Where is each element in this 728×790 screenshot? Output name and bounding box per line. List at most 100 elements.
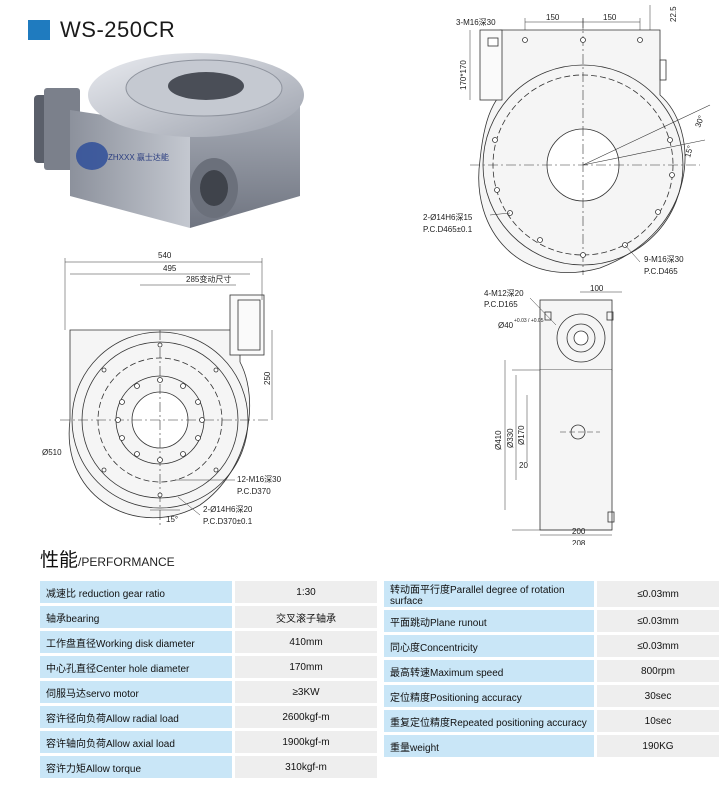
model-title: WS-250CR [60, 17, 176, 42]
spec-value: 交叉滚子轴承 [235, 604, 377, 631]
drawing-front-view [60, 258, 273, 525]
logo-text: ZHXXX 赢士达能 [108, 152, 169, 162]
spec-separator [232, 654, 235, 681]
label-bolt-holes: 9-M16深30 [644, 255, 684, 264]
spec-label: 容许轴向负荷Allow axial load [40, 729, 232, 756]
label-20: 20 [519, 461, 528, 470]
spec-separator [232, 704, 235, 731]
spec-value: ≤0.03mm [597, 608, 719, 635]
drawing-top-view [469, 5, 711, 275]
spec-row: 平面跳动Plane runout≤0.03mm [384, 608, 719, 635]
product-photo: ZHXXX 赢士达能 [34, 53, 304, 228]
spec-label: 重复定位精度Repeated positioning accuracy [384, 708, 594, 735]
spec-value: ≤0.03mm [597, 633, 719, 660]
spec-value: 800rpm [597, 658, 719, 685]
spec-value: 10sec [597, 708, 719, 735]
spec-separator [232, 729, 235, 756]
spec-separator [232, 604, 235, 631]
spec-value: ≤0.03mm [597, 581, 719, 610]
label-angle-15b: 15° [166, 515, 178, 524]
spec-label: 容许径向负荷Allow radial load [40, 704, 232, 731]
housing-front [70, 110, 190, 228]
performance-table-right: 转动面平行度Parallel degree of rotation surfac… [384, 581, 719, 760]
spec-row: 转动面平行度Parallel degree of rotation surfac… [384, 581, 719, 610]
label-495: 495 [163, 264, 177, 273]
label-pin-pcd: P.C.D465±0.1 [423, 225, 473, 234]
spec-label: 轴承bearing [40, 604, 232, 631]
spec-separator [232, 581, 235, 606]
logo-icon [76, 142, 108, 170]
spec-label: 转动面平行度Parallel degree of rotation surfac… [384, 581, 594, 610]
spec-separator [594, 581, 597, 610]
label-pcd-165: P.C.D165 [484, 300, 518, 309]
spec-label: 伺服马达servo motor [40, 679, 232, 706]
label-pin-holes: 2-Ø14H6深15 [423, 213, 473, 222]
performance-title-en: /PERFORMANCE [78, 555, 175, 569]
spec-label: 重量weight [384, 733, 594, 760]
spec-value: 1900kgf-m [235, 729, 377, 756]
label-3-m16: 3-M16深30 [456, 18, 496, 27]
label-dia-410: Ø410 [494, 430, 503, 450]
spec-label: 工作盘直径Working disk diameter [40, 629, 232, 656]
label-angle-15: 15° [683, 144, 695, 158]
spec-label: 最高转速Maximum speed [384, 658, 594, 685]
spec-value: 410mm [235, 629, 377, 656]
drawing-side-view [504, 291, 622, 536]
center-hole [168, 72, 244, 100]
spec-value: 170mm [235, 654, 377, 681]
performance-heading: 性能/PERFORMANCE [40, 545, 175, 572]
spec-value: 310kgf-m [235, 754, 377, 781]
spec-separator [232, 629, 235, 656]
spec-separator [594, 683, 597, 710]
label-208: 208 [572, 539, 586, 545]
spec-value: 190KG [597, 733, 719, 760]
label-pins-pcd: P.C.D370±0.1 [203, 517, 253, 526]
label-285: 285变动尺寸 [186, 274, 231, 284]
label-12-m16: 12-M16深30 [237, 475, 282, 484]
spec-label: 中心孔直径Center hole diameter [40, 654, 232, 681]
label-170x170: 170*170 [459, 60, 468, 90]
label-250: 250 [263, 371, 272, 385]
spec-value: 30sec [597, 683, 719, 710]
spec-value: ≥3KW [235, 679, 377, 706]
technical-drawings: ZHXXX 赢士达能 3-M16深 [34, 5, 711, 545]
spec-separator [594, 633, 597, 660]
label-dia-40-tol: +0.03 / +0.05 [514, 318, 544, 324]
spec-row: 同心度Concentricity≤0.03mm [384, 633, 719, 660]
label-dia-510: Ø510 [42, 448, 62, 457]
spec-label: 容许力矩Allow torque [40, 754, 232, 781]
spec-row: 伺服马达servo motor≥3KW [40, 679, 377, 706]
spec-value: 1:30 [235, 581, 377, 606]
spec-label: 定位精度Positioning accuracy [384, 683, 594, 710]
label-pcd-370: P.C.D370 [237, 487, 271, 496]
label-dia-40: Ø40 [498, 321, 514, 330]
label-angle-30: 30° [693, 114, 706, 128]
label-540: 540 [158, 251, 172, 260]
label-bolt-pcd: P.C.D465 [644, 267, 678, 276]
label-150b: 150 [603, 13, 617, 22]
title-accent-block [28, 20, 50, 40]
label-22-5: 22.5 [669, 6, 678, 22]
label-dia-170: Ø170 [517, 425, 526, 445]
label-150a: 150 [546, 13, 560, 22]
label-dia-330: Ø330 [506, 428, 515, 448]
spec-separator [594, 708, 597, 735]
spec-value: 2600kgf-m [235, 704, 377, 731]
spec-separator [594, 608, 597, 635]
spec-separator [232, 679, 235, 706]
label-2-pins: 2-Ø14H6深20 [203, 505, 253, 514]
spec-separator [594, 658, 597, 685]
spec-label: 平面跳动Plane runout [384, 608, 594, 635]
